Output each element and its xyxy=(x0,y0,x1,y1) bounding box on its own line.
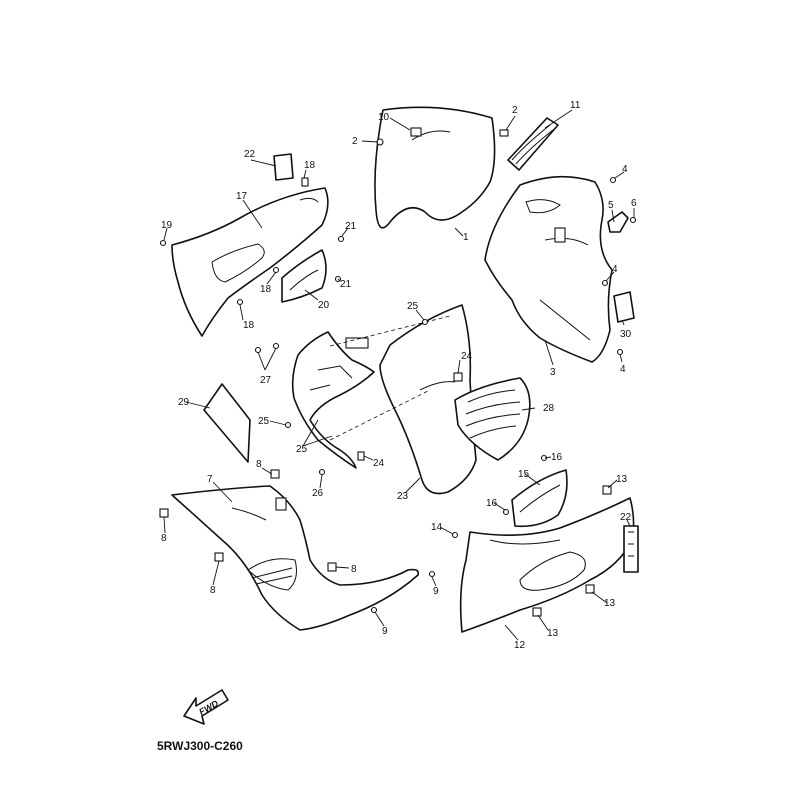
screw-icon xyxy=(629,216,637,224)
clip-icon xyxy=(357,451,365,461)
label-25: 25 xyxy=(258,416,270,427)
screw-icon xyxy=(236,298,244,306)
part-30-label-plate xyxy=(613,291,635,323)
part-15-small-cover xyxy=(511,469,568,528)
screw-icon xyxy=(159,239,167,247)
fwd-arrow-icon: FWD xyxy=(183,689,229,725)
label-27: 27 xyxy=(260,375,272,386)
label-13: 13 xyxy=(547,628,559,639)
label-4: 4 xyxy=(622,164,628,175)
label-30: 30 xyxy=(620,329,632,340)
part-22-label-lower xyxy=(623,525,639,573)
label-3: 3 xyxy=(550,367,556,378)
screw-icon xyxy=(337,235,345,243)
label-15: 15 xyxy=(518,469,530,480)
label-18: 18 xyxy=(304,160,316,171)
label-24: 24 xyxy=(461,351,473,362)
part-11-decal xyxy=(507,117,559,171)
label-17: 17 xyxy=(236,191,248,202)
screw-icon xyxy=(272,266,280,274)
label-18: 18 xyxy=(260,284,272,295)
label-7: 7 xyxy=(207,474,213,485)
screw-icon xyxy=(284,421,292,429)
label-22: 22 xyxy=(244,149,256,160)
diagram-code: 5RWJ300-C260 xyxy=(157,739,243,753)
label-2: 2 xyxy=(512,105,518,116)
part-22-label-upper xyxy=(273,153,294,181)
label-22: 22 xyxy=(620,512,632,523)
label-25: 25 xyxy=(296,444,308,455)
label-2: 2 xyxy=(352,136,358,147)
clip-icon xyxy=(585,584,595,594)
screw-icon xyxy=(370,606,378,614)
label-28: 28 xyxy=(543,403,555,414)
label-24: 24 xyxy=(373,458,385,469)
clip-icon xyxy=(327,562,337,572)
clip-icon xyxy=(159,508,169,518)
label-11: 11 xyxy=(570,100,581,111)
part-3-inner-leg-shield xyxy=(484,175,613,363)
label-26: 26 xyxy=(312,488,324,499)
part-5-bracket xyxy=(607,211,629,233)
screw-icon xyxy=(318,468,326,476)
part-1-front-upper-cover xyxy=(374,106,496,229)
label-1: 1 xyxy=(463,232,469,243)
screw-icon xyxy=(428,570,436,578)
clip-icon xyxy=(532,607,542,617)
part-12-lower-side-cover xyxy=(459,497,635,633)
clip-icon xyxy=(453,372,463,382)
label-29: 29 xyxy=(178,397,190,408)
label-13: 13 xyxy=(604,598,616,609)
label-25: 25 xyxy=(407,301,419,312)
label-10: 10 xyxy=(378,112,390,123)
label-8: 8 xyxy=(351,564,357,575)
label-12: 12 xyxy=(514,640,526,651)
screw-icon xyxy=(272,342,280,350)
label-13: 13 xyxy=(616,474,628,485)
label-6: 6 xyxy=(631,198,637,209)
label-9: 9 xyxy=(433,586,439,597)
clip-icon xyxy=(301,177,309,187)
label-4: 4 xyxy=(620,364,626,375)
label-21: 21 xyxy=(345,221,357,232)
label-16: 16 xyxy=(486,498,498,509)
screw-icon xyxy=(609,176,617,184)
label-4: 4 xyxy=(612,264,618,275)
label-16: 16 xyxy=(551,452,563,463)
label-21: 21 xyxy=(340,279,352,290)
leader-lines xyxy=(163,109,635,641)
part-number-labels: 1 2 2 3 4 4 4 5 6 7 8 8 8 8 9 9 10 11 12… xyxy=(161,100,637,651)
screw-icon xyxy=(616,348,624,356)
screw-icon xyxy=(502,508,510,516)
label-19: 19 xyxy=(161,220,173,231)
part-7-front-cover xyxy=(171,485,420,631)
screw-icon xyxy=(421,318,429,326)
screw-icon xyxy=(254,346,262,354)
label-8: 8 xyxy=(256,459,262,470)
screw-icon xyxy=(451,531,459,539)
label-8: 8 xyxy=(161,533,167,544)
label-23: 23 xyxy=(397,491,409,502)
label-14: 14 xyxy=(431,522,443,533)
center-bracket-assembly xyxy=(291,315,451,469)
label-9: 9 xyxy=(382,626,388,637)
part-23-front-lower-panel xyxy=(379,304,477,495)
hardware-fasteners xyxy=(159,129,637,617)
clip-icon xyxy=(270,469,280,479)
label-18: 18 xyxy=(243,320,255,331)
part-28-grille xyxy=(454,377,531,461)
part-20-small-panel xyxy=(281,249,327,303)
label-8: 8 xyxy=(210,585,216,596)
part-17-side-cover xyxy=(171,187,329,337)
part-29-sheet xyxy=(203,383,251,463)
clip-icon xyxy=(499,129,509,137)
label-20: 20 xyxy=(318,300,330,311)
clip-icon xyxy=(214,552,224,562)
label-5: 5 xyxy=(608,200,614,211)
clip-icon xyxy=(602,485,612,495)
screw-icon xyxy=(601,279,609,287)
